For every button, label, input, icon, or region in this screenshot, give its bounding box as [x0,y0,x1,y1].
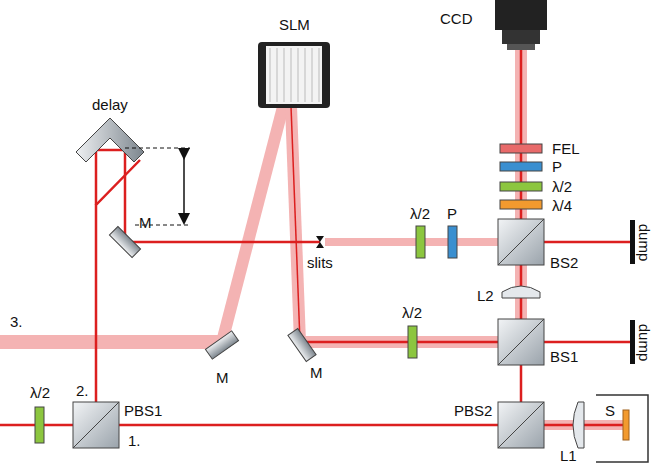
component-label: dump [637,224,652,262]
component-label: 1. [128,433,141,448]
component-label: L1 [560,448,577,463]
component-label: FEL [552,141,580,156]
component-label: 3. [10,314,23,329]
component-label: λ/2 [410,206,430,221]
component-label: L2 [477,288,494,303]
component-label: P [447,206,457,221]
component-label: P [552,159,562,174]
component-label: M [216,370,229,385]
component-label: S [605,403,615,418]
component-label: λ/2 [30,385,50,400]
component-label: PBS2 [454,403,492,418]
component-label: M [139,215,152,230]
component-label: λ/4 [552,198,572,213]
component-label: SLM [279,17,310,32]
component-label: λ/2 [552,179,572,194]
component-label: BS2 [550,255,578,270]
component-label: delay [92,97,128,112]
component-label: PBS1 [124,403,162,418]
component-label: BS1 [550,349,578,364]
component-label: dump [637,324,652,362]
component-label: M [310,365,323,380]
component-label: 2. [76,383,89,398]
component-label: λ/2 [402,305,422,320]
component-label: slits [307,255,333,270]
component-label: CCD [440,11,473,26]
